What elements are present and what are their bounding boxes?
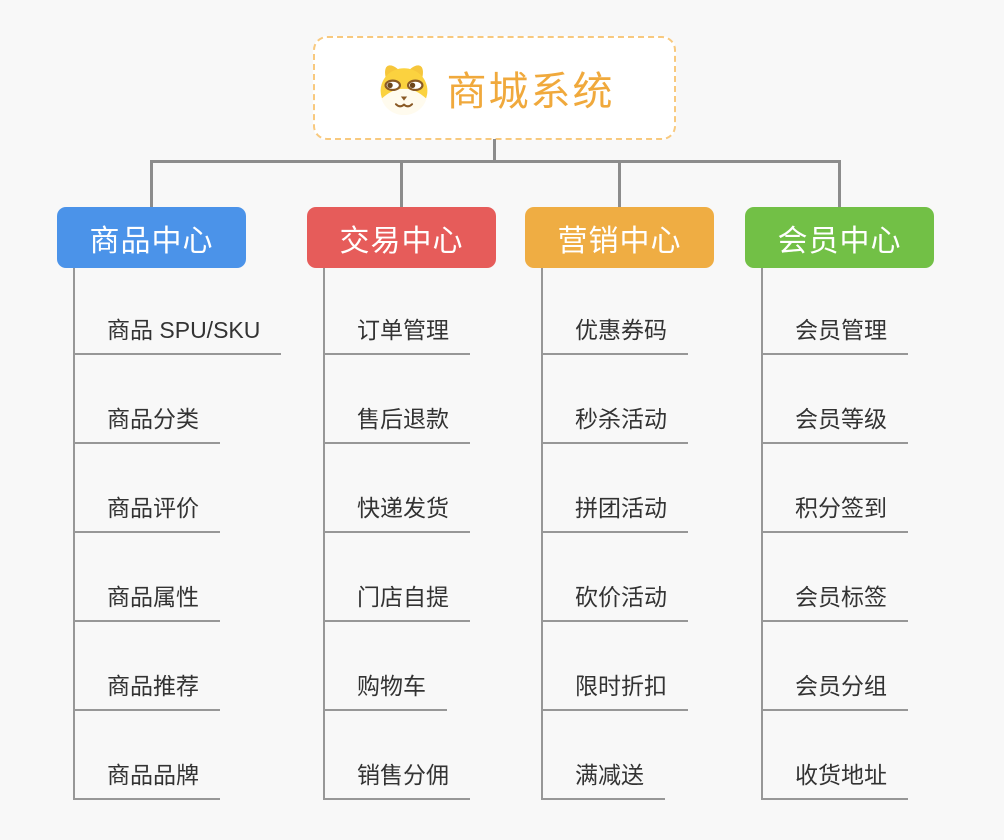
leaf-item-member-0[interactable]: 会员管理 [761, 313, 908, 355]
leaf-item-marketing-0[interactable]: 优惠券码 [541, 313, 688, 355]
connector-stub-product [150, 160, 153, 207]
connector-stub-trade [400, 160, 403, 207]
leaf-item-trade-2[interactable]: 快递发货 [323, 491, 470, 533]
leaf-item-product-5[interactable]: 商品品牌 [73, 758, 220, 800]
leaf-item-trade-0[interactable]: 订单管理 [323, 313, 470, 355]
leaf-item-trade-4[interactable]: 购物车 [323, 669, 447, 711]
branch-header-product[interactable]: 商品中心 [57, 207, 246, 268]
leaf-item-marketing-5[interactable]: 满减送 [541, 758, 665, 800]
leaf-item-marketing-1[interactable]: 秒杀活动 [541, 402, 688, 444]
branch-member: 会员中心 会员管理 会员等级 积分签到 会员标签 会员分组 收货地址 [745, 207, 1004, 817]
leaf-item-member-3[interactable]: 会员标签 [761, 580, 908, 622]
connector-horizontal-bar [150, 160, 841, 163]
leaf-item-trade-3[interactable]: 门店自提 [323, 580, 470, 622]
dog-face-icon [375, 61, 433, 115]
branch-trunk-trade [323, 268, 325, 800]
leaf-item-product-1[interactable]: 商品分类 [73, 402, 220, 444]
leaf-item-member-5[interactable]: 收货地址 [761, 758, 908, 800]
leaf-item-marketing-2[interactable]: 拼团活动 [541, 491, 688, 533]
branch-product: 商品中心 商品 SPU/SKU 商品分类 商品评价 商品属性 商品推荐 商品品牌 [57, 207, 317, 817]
leaf-item-marketing-4[interactable]: 限时折扣 [541, 669, 688, 711]
connector-stub-marketing [618, 160, 621, 207]
leaf-item-member-2[interactable]: 积分签到 [761, 491, 908, 533]
branch-trunk-product [73, 268, 75, 800]
leaf-item-product-0[interactable]: 商品 SPU/SKU [73, 313, 282, 355]
root-title: 商城系统 [446, 70, 615, 114]
leaf-item-marketing-3[interactable]: 砍价活动 [541, 580, 688, 622]
leaf-item-trade-1[interactable]: 售后退款 [323, 402, 470, 444]
leaf-item-product-4[interactable]: 商品推荐 [73, 669, 220, 711]
branch-trade: 交易中心 订单管理 售后退款 快递发货 门店自提 购物车 销售分佣 [307, 207, 567, 817]
branch-trunk-member [761, 268, 763, 800]
leaf-item-product-3[interactable]: 商品属性 [73, 580, 220, 622]
root-node[interactable]: 商城系统 [313, 36, 676, 140]
branch-trunk-marketing [541, 268, 543, 800]
branch-header-trade[interactable]: 交易中心 [307, 207, 496, 268]
connector-stub-member [838, 160, 841, 207]
branch-header-member[interactable]: 会员中心 [745, 207, 934, 268]
leaf-item-member-4[interactable]: 会员分组 [761, 669, 908, 711]
branch-marketing: 营销中心 优惠券码 秒杀活动 拼团活动 砍价活动 限时折扣 满减送 [525, 207, 785, 817]
leaf-item-product-2[interactable]: 商品评价 [73, 491, 220, 533]
branch-header-marketing[interactable]: 营销中心 [525, 207, 714, 268]
connector-root-vertical [493, 139, 496, 162]
leaf-item-trade-5[interactable]: 销售分佣 [323, 758, 470, 800]
leaf-item-member-1[interactable]: 会员等级 [761, 402, 908, 444]
